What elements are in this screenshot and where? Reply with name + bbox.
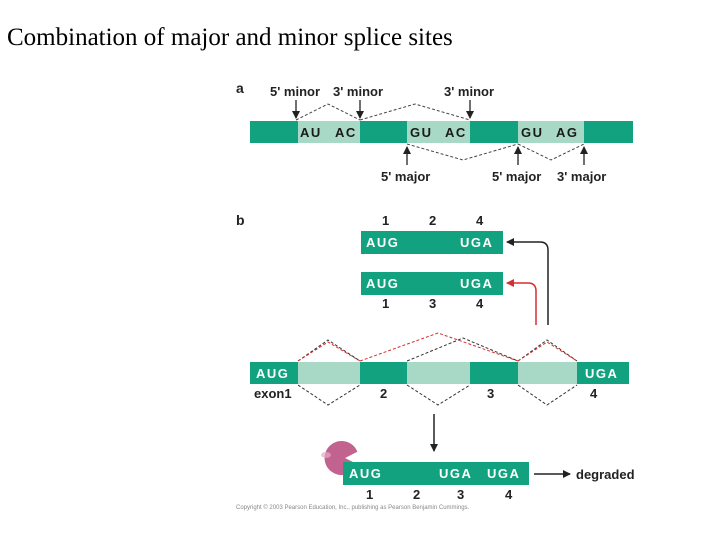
- mrna1-stop-codon: UGA: [460, 235, 493, 250]
- label-3-major: 3' major: [557, 169, 606, 184]
- red-arrow-to-mrna2: [506, 279, 537, 325]
- gene-exon-label-1: exon1: [254, 386, 292, 401]
- mrna1-exon-number-4: 4: [476, 213, 484, 228]
- mrna2-exon-number-4: 4: [476, 296, 484, 311]
- degraded-label: degraded: [576, 467, 635, 482]
- mrna1-exon-number-2: 2: [429, 213, 436, 228]
- mrna2-bar: [361, 272, 503, 295]
- mrna2-exon-number-3: 3: [429, 296, 436, 311]
- gene-splice-below-1: [297, 384, 361, 406]
- seq-gu-1: GU: [410, 125, 433, 140]
- gene-start-codon: AUG: [256, 366, 289, 381]
- slide-title: Combination of major and minor splice si…: [7, 24, 453, 51]
- mrna3-exon-number-2: 2: [413, 487, 420, 502]
- intron-b-1: [298, 362, 360, 384]
- gene-exon-label-4: 4: [590, 386, 598, 401]
- copyright-credit: Copyright © 2003 Pearson Education, Inc.…: [236, 504, 470, 511]
- minor-splice-line-2: [359, 103, 471, 121]
- ribosome-highlight: [321, 452, 331, 458]
- gene-splice-below-3: [517, 384, 578, 406]
- label-5-major-second: 5' major: [492, 169, 541, 184]
- gene-splice-black-2: [406, 337, 519, 362]
- gene-splice-black-1: [297, 339, 361, 362]
- panel-a-label: a: [236, 80, 244, 96]
- intron-b-2: [407, 362, 470, 384]
- gene-exon-label-3: 3: [487, 386, 494, 401]
- mrna3-stop-codon-1: UGA: [439, 466, 472, 481]
- mrna2-stop-codon: UGA: [460, 276, 493, 291]
- seq-gu-2: GU: [521, 125, 544, 140]
- mrna1-start-codon: AUG: [366, 235, 399, 250]
- gene-exon-label-2: 2: [380, 386, 387, 401]
- mrna3-exon-number-1: 1: [366, 487, 373, 502]
- label-3-minor-first: 3' minor: [333, 84, 383, 99]
- mrna2-exon-number-1: 1: [382, 296, 389, 311]
- mrna2-start-codon: AUG: [366, 276, 399, 291]
- minor-splice-line-1: [295, 103, 361, 121]
- gene-splice-red-3: [517, 341, 578, 362]
- label-5-minor: 5' minor: [270, 84, 320, 99]
- intron-a-2: [407, 121, 470, 143]
- panel-b-label: b: [236, 212, 245, 228]
- label-5-major-first: 5' major: [381, 169, 430, 184]
- intron-b-3: [518, 362, 577, 384]
- seq-ac-1: AC: [335, 125, 357, 140]
- major-splice-line-2: [517, 143, 585, 161]
- mrna1-exon-number-1: 1: [382, 213, 389, 228]
- intron-a-3: [518, 121, 584, 143]
- seq-au: AU: [300, 125, 322, 140]
- mrna3-bar: [343, 462, 529, 485]
- gene-splice-red-1: [297, 341, 361, 362]
- gene-splice-black-3: [517, 339, 578, 362]
- mrna3-start-codon: AUG: [349, 466, 382, 481]
- intron-a-1: [298, 121, 360, 143]
- seq-ag: AG: [556, 125, 579, 140]
- gene-splice-red-2: [359, 332, 519, 362]
- mrna3-stop-codon-2: UGA: [487, 466, 520, 481]
- gene-splice-below-2: [406, 384, 471, 406]
- seq-ac-2: AC: [445, 125, 467, 140]
- mrna1-bar: [361, 231, 503, 254]
- major-splice-line-1: [406, 143, 519, 161]
- mrna3-exon-number-3: 3: [457, 487, 464, 502]
- gene-stop-codon: UGA: [585, 366, 618, 381]
- mrna3-exon-number-4: 4: [505, 487, 513, 502]
- label-3-minor-second: 3' minor: [444, 84, 494, 99]
- black-arrow-to-mrna1: [506, 238, 549, 325]
